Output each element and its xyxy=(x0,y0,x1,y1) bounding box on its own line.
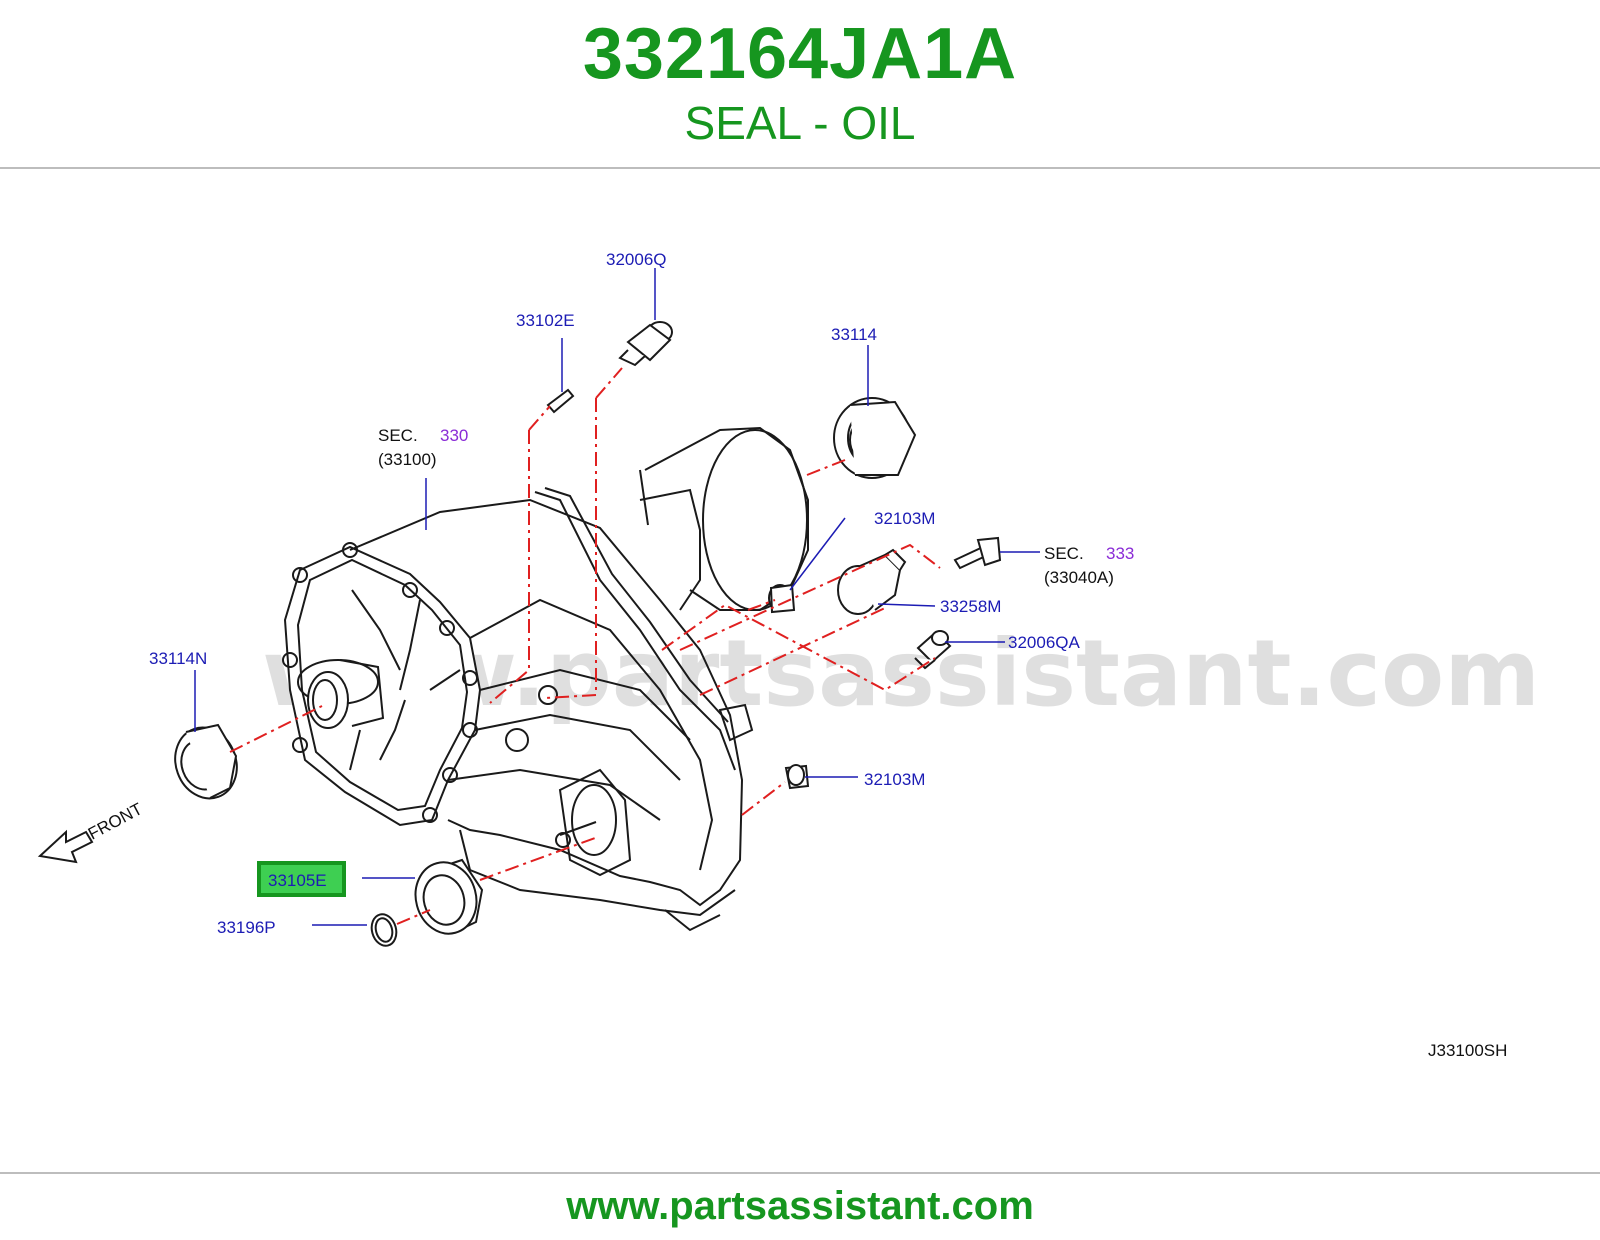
section-330-label: SEC. xyxy=(378,426,418,445)
part-32103m-plug-bottom xyxy=(784,764,810,790)
part-33102e-pin xyxy=(546,388,575,414)
part-32006q-switch xyxy=(618,321,673,367)
callout-32103m-bottom[interactable]: 32103M xyxy=(864,770,925,789)
callout-32006qa[interactable]: 32006QA xyxy=(1008,633,1080,652)
page-header: 332164JA1A SEAL - OIL xyxy=(0,0,1600,168)
footer-website-link[interactable]: www.partsassistant.com xyxy=(566,1184,1034,1228)
figure-code: J33100SH xyxy=(1428,1041,1507,1060)
part-32103m-plug-top xyxy=(768,583,796,614)
part-description: SEAL - OIL xyxy=(684,97,916,149)
parts-diagram: www.partsassistant.com xyxy=(37,250,1540,1060)
footer-divider xyxy=(0,1172,1600,1174)
section-330-link[interactable]: 330 xyxy=(440,426,468,445)
front-label: FRONT xyxy=(85,799,146,843)
callout-32006q[interactable]: 32006Q xyxy=(606,250,667,269)
leader-lines xyxy=(194,268,1040,926)
header-divider xyxy=(0,167,1600,169)
part-33114n-seal xyxy=(174,723,238,800)
part-32006qa-switch xyxy=(914,630,952,670)
callout-33114[interactable]: 33114 xyxy=(831,325,877,344)
callout-33258m[interactable]: 33258M xyxy=(940,597,1001,616)
callout-32103m-top[interactable]: 32103M xyxy=(874,509,935,528)
section-333-label: SEC. xyxy=(1044,544,1084,563)
callout-33114n[interactable]: 33114N xyxy=(149,649,207,668)
part-33258m-actuator xyxy=(837,548,907,615)
highlighted-callout-box xyxy=(257,861,346,897)
part-33105e-seal xyxy=(414,858,484,935)
section-330-subref: (33100) xyxy=(378,450,437,469)
installation-lines xyxy=(229,367,941,925)
part-number-title: 332164JA1A xyxy=(582,14,1018,94)
part-33114-bearing xyxy=(833,397,917,479)
section-333-link[interactable]: 333 xyxy=(1106,544,1134,563)
part-33196p-oring xyxy=(370,913,398,947)
front-direction-arrow: FRONT xyxy=(37,799,146,864)
callout-33102e[interactable]: 33102E xyxy=(516,311,575,330)
callout-33105e[interactable]: 33105E xyxy=(268,871,327,890)
part-sec333-bolt xyxy=(953,536,1002,570)
transfer-case-housing xyxy=(282,426,809,932)
callout-33196p[interactable]: 33196P xyxy=(217,918,276,937)
section-333-subref: (33040A) xyxy=(1044,568,1114,587)
